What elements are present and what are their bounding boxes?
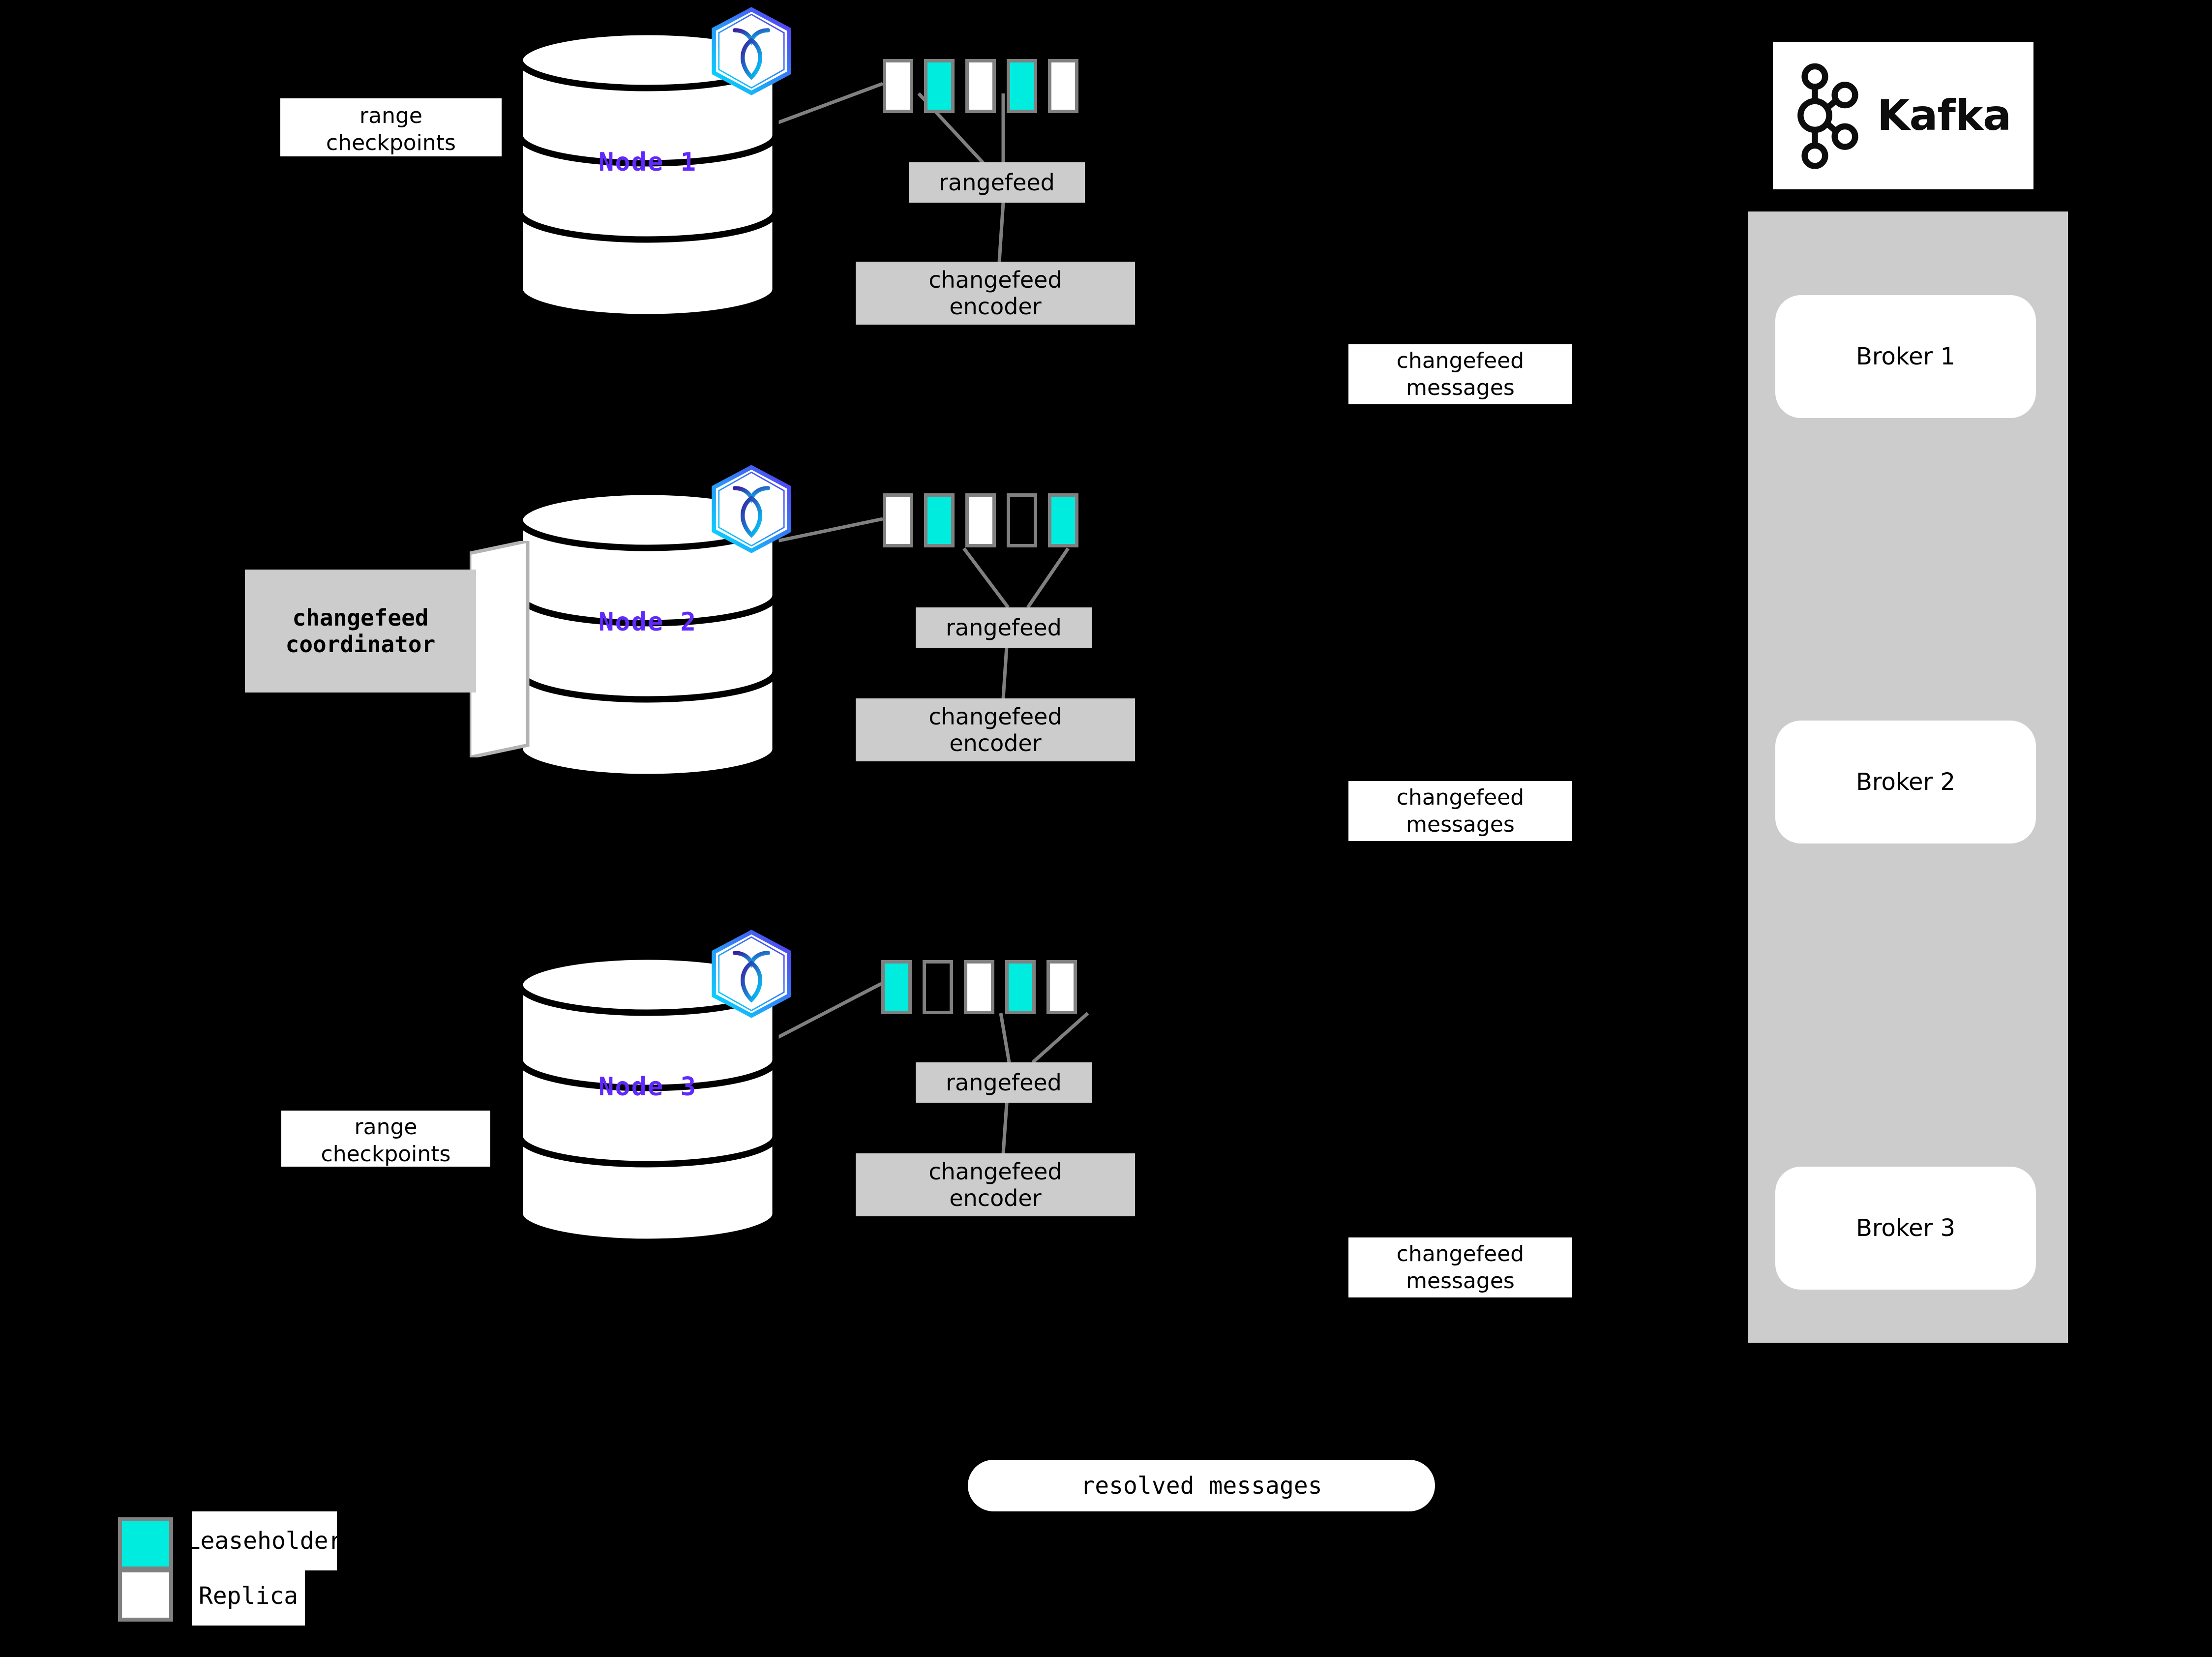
replica-box[interactable]	[924, 493, 955, 547]
replica-row-3	[881, 960, 1077, 1014]
changefeed-encoder-box-1[interactable]: changefeed encoder	[856, 262, 1135, 325]
replica-box[interactable]	[1007, 59, 1037, 113]
node-cylinder-2: Node 2	[516, 488, 779, 781]
changefeed-messages-label-2: changefeed messages	[1348, 781, 1572, 841]
changefeed-coordinator-box[interactable]: changefeed coordinator	[245, 570, 476, 693]
replica-row-2	[883, 493, 1078, 547]
node-label-3: Node 3	[598, 1072, 697, 1102]
rangefeed-box-2[interactable]: rangefeed	[916, 607, 1092, 648]
replica-box[interactable]	[883, 493, 913, 547]
replica-box[interactable]	[883, 59, 913, 113]
broker-card-3[interactable]: Broker 3	[1775, 1167, 2036, 1290]
replica-box[interactable]	[924, 59, 955, 113]
legend-label-replica: Replica	[192, 1567, 305, 1626]
rangefeed-box-1[interactable]: rangefeed	[909, 162, 1085, 203]
node-cylinder-3: Node 3	[516, 953, 779, 1245]
replica-row-1	[883, 59, 1078, 113]
node-label-1: Node 1	[598, 148, 697, 177]
kafka-logo: Kafka	[1773, 42, 2033, 189]
node-label-2: Node 2	[598, 607, 697, 637]
changefeed-encoder-box-3[interactable]: changefeed encoder	[856, 1153, 1135, 1216]
changefeed-messages-label-1: changefeed messages	[1348, 344, 1572, 404]
kafka-logo-icon	[1797, 63, 1858, 169]
node-cylinder-1: Node 1	[516, 29, 779, 321]
cockroachdb-hexagon-icon	[710, 465, 793, 553]
replica-box[interactable]	[964, 960, 994, 1014]
replica-box[interactable]	[1005, 960, 1036, 1014]
replica-box[interactable]	[1046, 960, 1077, 1014]
replica-box[interactable]	[1048, 59, 1078, 113]
legend-swatch-replica	[118, 1568, 173, 1622]
coordinator-connector-plate	[470, 541, 530, 757]
legend-swatch-leaseholder	[118, 1517, 173, 1570]
legend: Leaseholder Replica	[118, 1511, 423, 1635]
replica-box[interactable]	[1007, 493, 1037, 547]
range-checkpoints-label-3: range checkpoints	[281, 1111, 490, 1167]
replica-box[interactable]	[923, 960, 953, 1014]
changefeed-encoder-box-2[interactable]: changefeed encoder	[856, 698, 1135, 761]
legend-label-leaseholder: Leaseholder	[186, 1511, 342, 1570]
cockroachdb-hexagon-icon	[710, 930, 793, 1018]
replica-box[interactable]	[1048, 493, 1078, 547]
cockroachdb-hexagon-icon	[710, 7, 793, 95]
resolved-messages-pill[interactable]: resolved messages	[968, 1460, 1435, 1511]
rangefeed-box-3[interactable]: rangefeed	[916, 1062, 1092, 1103]
broker-card-1[interactable]: Broker 1	[1775, 295, 2036, 418]
range-checkpoints-label-1: range checkpoints	[280, 98, 502, 156]
broker-card-2[interactable]: Broker 2	[1775, 721, 2036, 844]
replica-box[interactable]	[881, 960, 912, 1014]
replica-box[interactable]	[965, 493, 996, 547]
replica-box[interactable]	[965, 59, 996, 113]
changefeed-messages-label-3: changefeed messages	[1348, 1237, 1572, 1297]
kafka-wordmark: Kafka	[1877, 91, 2011, 140]
